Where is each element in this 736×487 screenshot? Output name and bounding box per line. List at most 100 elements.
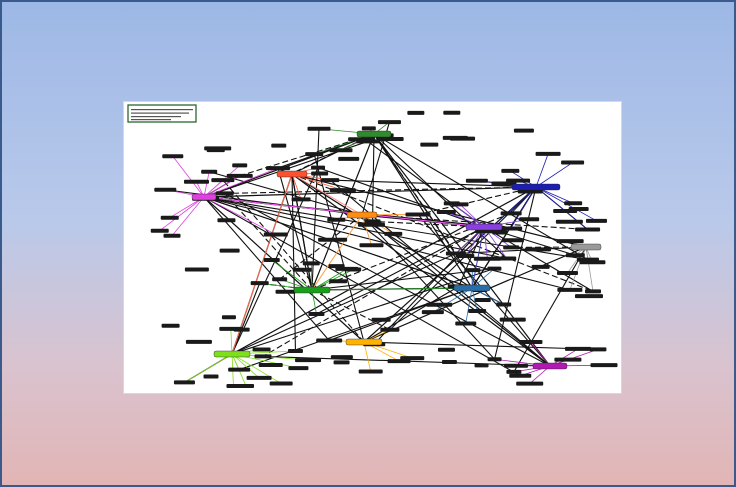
leaf-node — [316, 338, 343, 343]
leaf-node — [556, 239, 584, 244]
leaf-node — [185, 339, 212, 344]
leaf-node — [288, 366, 309, 371]
fan-edge — [530, 341, 551, 367]
leaf-node — [305, 152, 324, 157]
leaf-node — [321, 178, 340, 183]
hub-node-teal — [453, 284, 491, 292]
leaf-node — [377, 136, 404, 141]
leaf-node — [516, 381, 544, 386]
fan-edge — [311, 268, 348, 291]
leaf-node — [295, 358, 322, 363]
leaf-node — [556, 271, 578, 276]
leaf-node — [564, 201, 583, 206]
leaf-node — [160, 215, 179, 220]
leaf-node — [513, 128, 534, 133]
leaf-node — [263, 258, 280, 263]
leaf-node — [371, 317, 391, 322]
leaf-node — [307, 126, 331, 131]
leaf-node — [579, 260, 606, 265]
leaf-node — [330, 355, 353, 360]
connector-edge — [203, 196, 507, 260]
leaf-node — [407, 110, 425, 115]
leaf-node — [162, 154, 184, 159]
leaf-node — [555, 219, 583, 224]
hub-fan-lines — [159, 121, 605, 387]
leaf-node — [150, 228, 169, 233]
colored-cross-edge — [203, 196, 485, 228]
fan-edge — [451, 203, 485, 228]
leaf-node — [161, 323, 180, 328]
leaf-node — [450, 136, 476, 141]
fan-edge — [271, 259, 313, 291]
hub-edge — [231, 186, 537, 355]
hub-node-red — [276, 170, 308, 178]
fan-edge — [231, 353, 260, 379]
leaf-node — [575, 227, 601, 232]
leaf-node — [496, 302, 512, 307]
leaf-node — [491, 181, 517, 186]
connector-edge — [513, 246, 587, 373]
leaf-node — [250, 281, 269, 286]
leaf-node — [221, 315, 236, 320]
colored-cross-edge — [311, 287, 473, 291]
leaf-node — [535, 151, 561, 156]
leaf-node — [308, 311, 325, 316]
leaf-node — [557, 287, 583, 292]
leaf-node — [357, 222, 385, 227]
leaf-node — [201, 169, 218, 174]
legend-text-line — [131, 112, 189, 114]
hub-node-blue — [511, 183, 561, 191]
hub-edge — [203, 196, 473, 289]
leaf-node — [501, 238, 524, 243]
leaf-node — [589, 347, 607, 352]
leaf-node — [183, 179, 209, 184]
leaf-node — [519, 217, 540, 222]
leaf-node — [163, 233, 181, 238]
leaf-node — [311, 165, 326, 170]
leaf-node — [474, 363, 489, 368]
leaf-node — [358, 369, 383, 374]
fan-edge — [361, 214, 372, 246]
leaf-node — [232, 163, 248, 168]
hub-edge — [373, 133, 473, 289]
hub-node-purple — [465, 223, 503, 231]
fan-edge — [231, 353, 282, 384]
leaf-node — [457, 253, 475, 258]
leaf-node — [503, 245, 520, 250]
leaf-node — [266, 166, 291, 171]
leaf-node — [506, 369, 522, 374]
leaf-node — [238, 384, 255, 388]
leaf-node — [338, 156, 360, 161]
leaf-node — [154, 187, 177, 192]
leaf-node — [473, 256, 501, 261]
fan-edge — [535, 162, 573, 188]
legend-text-line — [131, 109, 193, 111]
hub-edge — [291, 173, 551, 367]
hub-edge — [363, 246, 587, 343]
leaf-node — [590, 363, 618, 368]
leaf-node — [468, 309, 487, 314]
leaf-node — [292, 267, 312, 272]
leaf-node — [348, 137, 376, 142]
leaf-node — [384, 231, 403, 236]
leaf-node — [531, 264, 550, 269]
leaf-node — [501, 168, 520, 173]
leaf-node — [519, 340, 543, 345]
hub-node-yellow — [345, 338, 383, 346]
connector-edge — [361, 214, 495, 360]
hub-edge — [373, 133, 551, 367]
leaf-node — [443, 201, 460, 206]
leaf-node — [564, 346, 591, 351]
leaf-node — [226, 384, 241, 388]
legend-text-line — [131, 119, 171, 121]
leaf-node — [421, 310, 444, 315]
leaf-node — [217, 218, 236, 223]
hub-node-green-top — [356, 130, 392, 138]
leaf-node — [561, 160, 585, 165]
leaf-node — [504, 363, 529, 368]
fan-edge — [465, 287, 473, 324]
colored-cross-edge — [311, 214, 363, 291]
hub-node-violet — [532, 362, 568, 370]
leaf-node — [318, 237, 348, 242]
